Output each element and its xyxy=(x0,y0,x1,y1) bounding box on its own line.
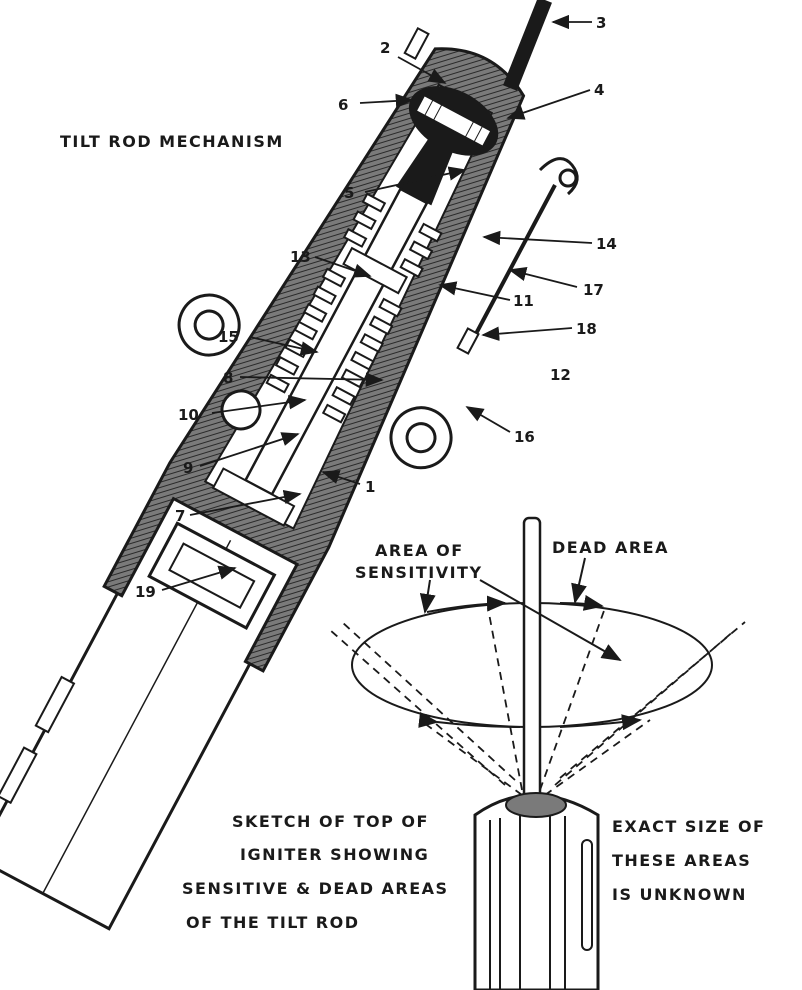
note-line-1: EXACT SIZE OF xyxy=(612,817,765,836)
igniter-cylinder xyxy=(473,793,600,990)
collar xyxy=(342,246,409,295)
lug-right xyxy=(389,406,453,470)
tilt-rod xyxy=(522,516,542,805)
caption-line-4: OF THE TILT ROD xyxy=(186,913,360,932)
safety-clip xyxy=(456,157,579,355)
callout-9: 9 xyxy=(183,459,193,477)
note-line-2: THESE AREAS xyxy=(612,851,751,870)
dead-area-label: DEAD AREA xyxy=(552,538,669,557)
callout-7: 7 xyxy=(175,507,185,525)
tube-clip xyxy=(34,675,76,734)
note-line-3: IS UNKNOWN xyxy=(612,885,747,904)
fuze-body xyxy=(0,26,526,931)
area-label-line2: SENSITIVITY xyxy=(355,563,483,582)
callout-17: 17 xyxy=(583,281,604,299)
caption-line-1: SKETCH OF TOP OF xyxy=(232,812,429,831)
callout-15: 15 xyxy=(218,328,239,346)
callout-19: 19 xyxy=(135,583,156,601)
diagram-title: TILT ROD MECHANISM xyxy=(60,132,284,151)
tube-clip xyxy=(0,746,38,805)
cap-plate xyxy=(414,93,493,149)
cylinder-ribs xyxy=(489,815,566,990)
callout-12: 12 xyxy=(550,366,571,384)
callout-2: 2 xyxy=(380,39,390,57)
callout-16: 16 xyxy=(514,428,535,446)
callout-10: 10 xyxy=(178,406,199,424)
igniter-inset: AREA OF SENSITIVITY DEAD AREA SKETCH OF … xyxy=(182,516,765,990)
tilt-rod-cable xyxy=(503,0,552,91)
leader-lines xyxy=(161,14,593,591)
callout-14: 14 xyxy=(596,235,617,253)
caption-line-3: SENSITIVE & DEAD AREAS xyxy=(182,879,449,898)
side-pin xyxy=(403,26,430,61)
callout-18: 18 xyxy=(576,320,597,338)
base-block xyxy=(211,467,296,527)
detent-ball xyxy=(220,389,262,431)
callout-1: 1 xyxy=(365,478,375,496)
callout-3: 3 xyxy=(596,14,606,32)
stem xyxy=(396,124,460,206)
callout-4: 4 xyxy=(594,81,604,99)
lug-left xyxy=(177,293,241,357)
callout-8: 8 xyxy=(223,369,233,387)
area-label-line1: AREA OF xyxy=(375,541,464,560)
cylinder-clip xyxy=(581,839,593,951)
cone-dashes xyxy=(329,607,746,796)
callout-5: 5 xyxy=(344,184,354,202)
spring xyxy=(265,192,443,424)
callout-6: 6 xyxy=(338,96,348,114)
caption-line-2: IGNITER SHOWING xyxy=(240,845,429,864)
callout-11: 11 xyxy=(513,292,534,310)
callout-13: 13 xyxy=(290,248,311,266)
